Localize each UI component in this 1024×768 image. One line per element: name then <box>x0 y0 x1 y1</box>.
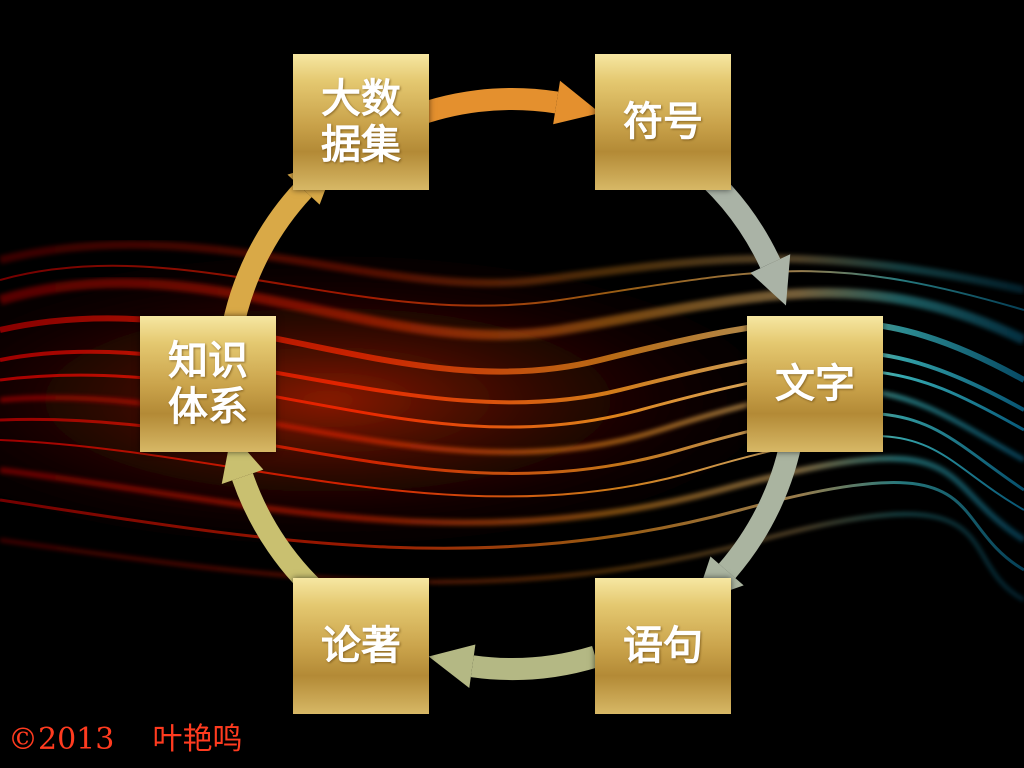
author-name: 叶艳鸣 <box>152 722 243 757</box>
node-big-data-set: 大数据集 <box>293 54 429 190</box>
arrow-n6-to-n1 <box>220 182 312 337</box>
node-symbol: 符号 <box>595 54 731 190</box>
node-knowledge-system: 知识体系 <box>140 316 276 452</box>
arrow-n3-to-n4 <box>718 431 804 579</box>
arrow-n4-to-n5 <box>470 645 599 680</box>
arrowhead-n2-to-n3 <box>750 254 791 306</box>
copyright-text: ©2013 <box>8 722 115 757</box>
node-sentence: 语句 <box>595 578 731 714</box>
node-text: 文字 <box>747 316 883 452</box>
footer: ©2013 叶艳鸣 <box>8 718 243 762</box>
footer-gap <box>114 722 152 757</box>
arrowhead-n4-to-n5 <box>428 644 476 689</box>
node-treatise: 论著 <box>293 578 429 714</box>
arrowhead-n1-to-n2 <box>553 80 601 125</box>
